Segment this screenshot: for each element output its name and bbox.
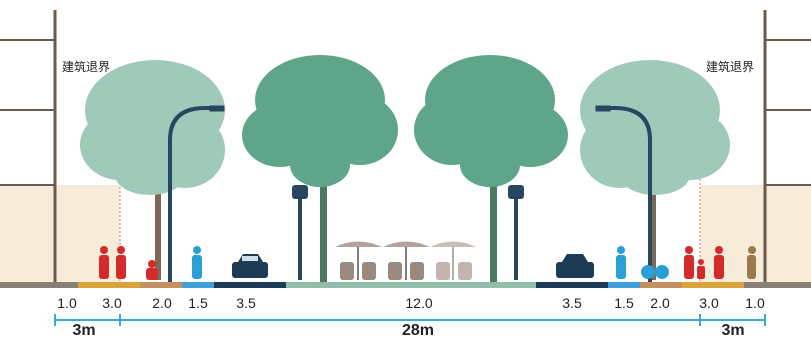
left-setback-label: 建筑退界 xyxy=(62,60,111,74)
right-street-lamp xyxy=(595,105,652,282)
left-building xyxy=(0,10,57,285)
width-label-9: 2.0 xyxy=(650,295,670,311)
left-side-tree xyxy=(80,60,225,280)
width-label-10: 3.0 xyxy=(699,295,719,311)
right-side-tree xyxy=(580,60,730,280)
left-car xyxy=(232,254,268,278)
right-cyclist xyxy=(616,246,669,279)
left-cyclist xyxy=(192,246,202,279)
width-label-7: 3.5 xyxy=(562,295,582,311)
right-car xyxy=(556,254,594,278)
median-lamp-right xyxy=(508,185,524,280)
width-label-2: 3.0 xyxy=(102,295,122,311)
width-label-4: 1.5 xyxy=(188,295,208,311)
width-label-3: 2.0 xyxy=(152,295,172,311)
right-setback-label: 建筑退界 xyxy=(706,60,755,74)
total-right: 3m xyxy=(721,322,745,339)
total-center: 28m xyxy=(401,322,435,339)
right-pedestrians xyxy=(684,246,724,279)
width-label-8: 1.5 xyxy=(614,295,634,311)
median-lamp-left xyxy=(292,185,308,280)
width-label-1: 1.0 xyxy=(57,295,77,311)
median-tree-right xyxy=(414,55,568,282)
right-building xyxy=(763,10,811,285)
right-walker xyxy=(747,246,756,279)
median-tree-left xyxy=(242,55,398,282)
width-label-11: 1.0 xyxy=(745,295,765,311)
width-label-5: 3.5 xyxy=(236,295,256,311)
cafe-seating xyxy=(335,241,476,280)
total-left: 3m xyxy=(72,322,96,339)
left-street-lamp xyxy=(168,105,225,282)
left-pedestrians xyxy=(99,246,158,280)
dimension-line xyxy=(54,314,766,326)
ground-strips xyxy=(0,282,811,288)
width-label-6: 12.0 xyxy=(405,295,433,311)
